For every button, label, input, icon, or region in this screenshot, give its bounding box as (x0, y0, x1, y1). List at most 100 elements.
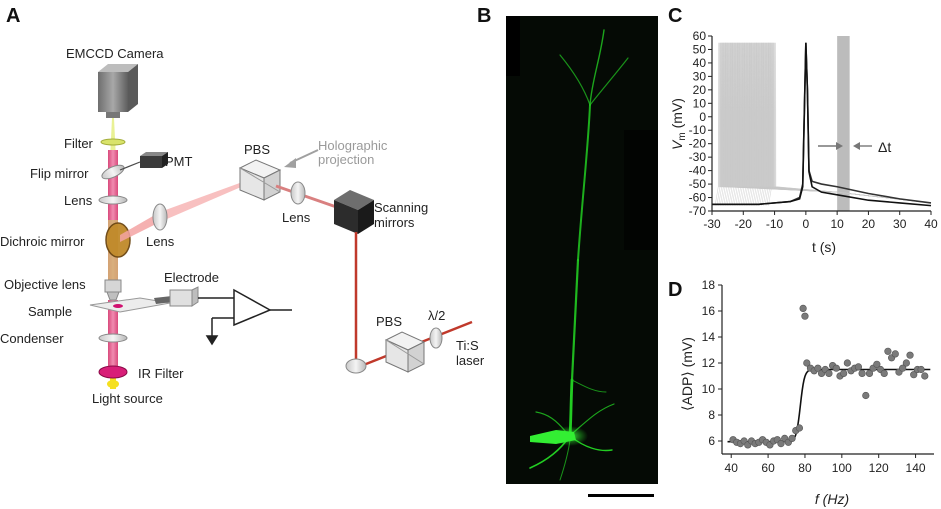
label-pmt: PMT (165, 154, 193, 169)
chart-d-ytick-label: 14 (702, 330, 716, 344)
data-point (917, 365, 925, 374)
lens-2 (152, 203, 168, 231)
pmt-detector (140, 152, 168, 168)
data-point (865, 369, 874, 378)
panel-a: A EMCCD Camera Filter PMT Flip mirror (0, 5, 485, 406)
scanning-mirrors (334, 190, 374, 234)
chart-c-xtick-label: -30 (703, 217, 721, 231)
condenser (98, 333, 128, 343)
label-pbs-bottom: PBS (376, 314, 402, 329)
label-lens-3: Lens (282, 210, 311, 225)
data-point (910, 371, 918, 379)
panel-c-letter: C (668, 5, 682, 27)
chart-c-ytick-label: -60 (689, 191, 707, 205)
electrode (154, 286, 199, 307)
data-point (921, 372, 929, 380)
data-point (873, 360, 881, 368)
chart-d-xtick-label: 60 (761, 461, 775, 475)
chart-d-ytick-label: 10 (702, 382, 716, 396)
objective-lens (104, 279, 122, 301)
chart-c-ylabel: Vm (mV) (669, 98, 688, 150)
label-mirrors: mirrors (374, 215, 415, 230)
chart-c-ytick-label: 60 (693, 29, 707, 43)
chart-c-xtick-label: 20 (862, 217, 876, 231)
chart-d-ytick-label: 8 (708, 408, 715, 422)
chart-c-xtick-label: 40 (924, 217, 938, 231)
label-dichroic-mirror: Dichroic mirror (0, 234, 85, 249)
burst-trace (768, 42, 932, 206)
chart-c-ytick-label: -30 (689, 150, 707, 164)
data-point (832, 364, 840, 372)
data-point (801, 312, 809, 320)
chart-c-ytick-label: 0 (699, 110, 706, 124)
chart-c-ytick-label: 10 (693, 96, 707, 110)
light-source (107, 380, 119, 388)
data-point (854, 363, 863, 371)
label-light-source: Light source (92, 391, 163, 406)
chart-c-ytick-label: -20 (689, 137, 707, 151)
label-objective: Objective lens (4, 277, 86, 292)
label-filter: Filter (64, 136, 94, 151)
panel-d-letter: D (668, 279, 682, 301)
chart-c-ytick-label: 30 (693, 69, 707, 83)
chart-d-xtick-label: 140 (906, 461, 926, 475)
data-point (825, 369, 833, 378)
delta-t-annotation: Δt (818, 139, 891, 155)
vm-trace-chart: -70-60-50-40-30-20-100102030405060-30-20… (689, 29, 938, 231)
chart-d-ytick-label: 18 (702, 278, 716, 292)
ir-filter (98, 365, 128, 379)
data-point (840, 369, 848, 378)
chart-d-xtick-label: 120 (869, 461, 889, 475)
data-point (777, 440, 785, 448)
chart-c-ytick-label: -40 (689, 164, 707, 178)
label-lens-1: Lens (64, 193, 93, 208)
neuron-soma (530, 430, 576, 444)
data-point (880, 369, 888, 378)
panel-b-letter: B (477, 5, 491, 27)
data-point (862, 391, 870, 400)
data-point (899, 364, 907, 372)
label-sample: Sample (28, 304, 72, 319)
lens-3 (290, 181, 306, 205)
data-point (788, 434, 796, 443)
data-point (795, 424, 804, 432)
delta-t-window (837, 36, 850, 211)
label-electrode: Electrode (164, 270, 219, 285)
chart-c-ytick-label: 20 (693, 83, 707, 97)
label-half-wave: λ/2 (428, 308, 445, 323)
label-scanning: Scanning (374, 200, 428, 215)
chart-c-xtick-label: 0 (803, 217, 810, 231)
chart-c-xlabel: t (s) (812, 239, 836, 255)
chart-c-ytick-label: -10 (689, 123, 707, 137)
scale-bar (588, 494, 654, 497)
chart-c-xtick-label: 30 (893, 217, 907, 231)
data-point (902, 359, 910, 367)
chart-d-xlabel: f (Hz) (815, 491, 849, 507)
lens-1 (98, 195, 128, 205)
chart-d-xtick-label: 100 (832, 461, 852, 475)
mirror-bottom (345, 358, 367, 374)
beam-holographic (120, 212, 160, 242)
chart-c-xtick-label: -10 (766, 217, 784, 231)
chart-c-ytick-label: -50 (689, 177, 707, 191)
chart-c-xtick-label: -20 (735, 217, 753, 231)
pbs-bottom (384, 331, 426, 373)
chart-c-ytick-label: 50 (693, 42, 707, 56)
dichroic-mirror (105, 222, 131, 258)
chart-c-xtick-label: 10 (830, 217, 844, 231)
filter (100, 138, 126, 146)
vm-trace-1 (712, 42, 932, 207)
label-lens-2: Lens (146, 234, 175, 249)
label-flip-mirror: Flip mirror (30, 166, 89, 181)
label-laser: laser (456, 353, 485, 368)
data-point (891, 350, 899, 358)
label-projection: projection (318, 152, 374, 167)
data-point (803, 359, 811, 367)
data-point (858, 369, 866, 378)
flip-mirror (101, 164, 125, 180)
chart-d-ylabel: ⟨ADP⟩ (mV) (679, 337, 695, 411)
burst-traces (714, 42, 932, 206)
